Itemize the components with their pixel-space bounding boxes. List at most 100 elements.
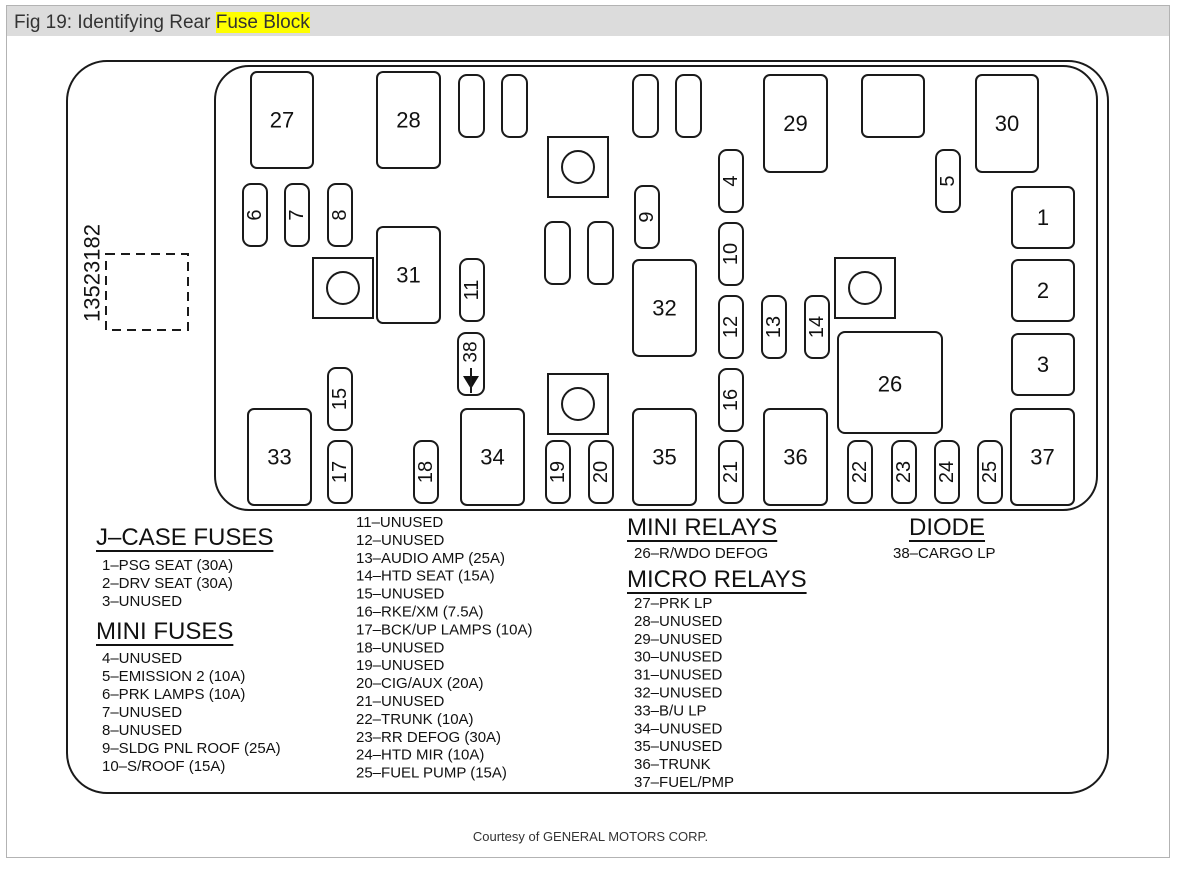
mini-fuse-7: [284, 183, 310, 247]
mini-fuse-23: [891, 440, 917, 504]
mini-fuse-legend-item: 10–S/ROOF (15A): [102, 758, 225, 775]
relay-label-29: 29: [783, 111, 807, 136]
empty-cavity-5: [544, 221, 571, 285]
mini-fuse-legend-item: 20–CIG/AUX (20A): [356, 675, 484, 692]
mini-fuse-legend-item: 22–TRUNK (10A): [356, 711, 474, 728]
mini-fuse-label-7: 7: [286, 209, 308, 220]
mini-fuse-label-23: 23: [893, 461, 915, 483]
micro-relay-legend-item: 27–PRK LP: [634, 595, 712, 612]
mini-fuse-legend-item: 14–HTD SEAT (15A): [356, 568, 495, 585]
mini-fuse-label-6: 6: [244, 209, 266, 220]
relay-label-30: 30: [995, 111, 1019, 136]
mini-fuse-label-8: 8: [329, 209, 351, 220]
jcase-fuse-2: [1011, 259, 1075, 322]
mini-fuse-label-17: 17: [329, 461, 351, 483]
mini-fuse-legend-item: 23–RR DEFOG (30A): [356, 729, 501, 746]
empty-cavity-1: [458, 74, 485, 138]
micro-relay-legend-item: 32–UNUSED: [634, 685, 723, 702]
relay-35: [632, 408, 697, 506]
relay-34: [460, 408, 525, 506]
credit-line: Courtesy of GENERAL MOTORS CORP.: [472, 829, 709, 844]
mini-fuse-legend-item: 18–UNUSED: [356, 639, 445, 656]
empty-cavity-2: [501, 74, 528, 138]
inner-housing: [214, 65, 1098, 511]
bolt-icon: [848, 271, 882, 305]
mini-fuse-legend-item: 19–UNUSED: [356, 657, 445, 674]
micro-relay-legend-item: 28–UNUSED: [634, 613, 723, 630]
title-prefix: Fig 19: Identifying Rear: [14, 12, 216, 33]
mini-fuse-label-15: 15: [329, 388, 351, 410]
mini-fuse-legend-item: 13–AUDIO AMP (25A): [356, 550, 505, 567]
relay-33: [247, 408, 312, 506]
relay-36: [763, 408, 828, 506]
relay-28: [376, 71, 441, 169]
mini-fuse-legend-item: 17–BCK/UP LAMPS (10A): [356, 621, 532, 638]
jcase-legend-item: 2–DRV SEAT (30A): [102, 575, 233, 592]
mini-fuse-22: [847, 440, 873, 504]
empty-cavity-large: [861, 74, 925, 138]
mini-fuse-label-25: 25: [979, 461, 1001, 483]
empty-cavity-4: [675, 74, 702, 138]
jcase-legend-item: 3–UNUSED: [102, 593, 182, 610]
mini-fuse-label-4: 4: [720, 175, 742, 186]
title-highlight: Fuse Block: [215, 12, 310, 33]
mini-fuse-legend-item: 7–UNUSED: [102, 704, 182, 721]
relay-label-32: 32: [652, 296, 676, 321]
mini-fuse-label-13: 13: [763, 316, 785, 338]
mini-fuse-19: [545, 440, 571, 504]
diode-38: [457, 332, 485, 396]
mini-fuse-label-11: 11: [461, 280, 483, 301]
jcase-fuse-label-2: 2: [1037, 278, 1049, 303]
relay-label-28: 28: [396, 108, 420, 133]
relay-label-31: 31: [396, 263, 420, 288]
mini-relays-heading: MINI RELAYS: [627, 514, 777, 541]
outer-housing: [66, 60, 1109, 794]
jcase-fuse-1: [1011, 186, 1075, 249]
mini-fuse-legend-item: 9–SLDG PNL ROOF (25A): [102, 740, 281, 757]
relay-label-27: 27: [270, 108, 294, 133]
mini-fuse-label-19: 19: [547, 461, 569, 483]
mount-square-2: [312, 257, 374, 319]
empty-cavity-3: [632, 74, 659, 138]
relay-label-35: 35: [652, 445, 676, 470]
mini-fuse-legend-item: 24–HTD MIR (10A): [356, 747, 484, 764]
mini-fuse-legend-item: 11–UNUSED: [356, 514, 443, 531]
diode-heading: DIODE: [909, 514, 985, 541]
micro-relay-legend-item: 34–UNUSED: [634, 720, 723, 737]
mini-fuse-25: [977, 440, 1003, 504]
relay-27: [250, 71, 314, 169]
mini-fuse-9: [634, 185, 660, 249]
jcase-legend-item: 1–PSG SEAT (30A): [102, 557, 233, 574]
mini-fuse-24: [934, 440, 960, 504]
mini-fuse-label-10: 10: [720, 243, 742, 265]
part-number: 13523182: [80, 224, 105, 322]
mini-fuse-13: [761, 295, 787, 359]
mini-fuse-15: [327, 367, 353, 431]
relay-30: [975, 74, 1039, 173]
relay-37: [1010, 408, 1075, 506]
mini-fuse-17: [327, 440, 353, 504]
mini-fuses-heading: MINI FUSES: [96, 618, 233, 645]
mini-fuse-label-21: 21: [720, 461, 742, 483]
mini-fuse-21: [718, 440, 744, 504]
relay-29: [763, 74, 828, 173]
relay-label-36: 36: [783, 445, 807, 470]
micro-relays-heading: MICRO RELAYS: [627, 566, 807, 593]
mini-fuse-4: [718, 149, 744, 213]
relay-label-33: 33: [267, 445, 291, 470]
micro-relay-legend-item: 36–TRUNK: [634, 756, 711, 773]
empty-cavity-6: [587, 221, 614, 285]
mount-square-4: [547, 373, 609, 435]
mini-fuse-18: [413, 440, 439, 504]
micro-relay-legend-item: 29–UNUSED: [634, 631, 723, 648]
mini-fuse-legend-item: 21–UNUSED: [356, 693, 445, 710]
bolt-icon: [326, 271, 360, 305]
mini-fuse-20: [588, 440, 614, 504]
relay-31: [376, 226, 441, 324]
mount-square-1: [547, 136, 609, 198]
micro-relay-legend-item: 30–UNUSED: [634, 649, 723, 666]
mini-fuse-label-18: 18: [415, 461, 437, 483]
jcase-fuse-label-1: 1: [1037, 205, 1049, 230]
figure-title: Fig 19: Identifying Rear Fuse Block: [14, 11, 310, 35]
